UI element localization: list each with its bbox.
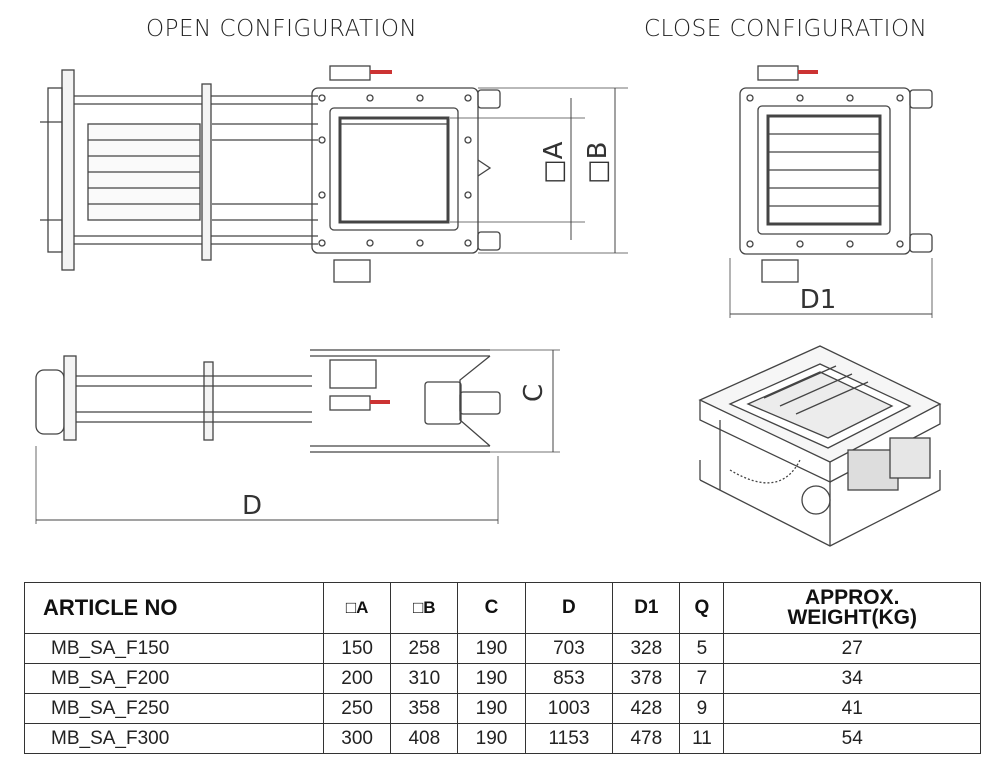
technical-drawing: □A □B D1 D C <box>35 65 942 547</box>
cell-article-no: MB_SA_F250 <box>23 693 325 724</box>
cell-c: 190 <box>457 633 526 664</box>
cell-c: 190 <box>457 663 526 694</box>
table-row: MB_SA_F200 200 310 190 853 378 7 34 <box>23 663 981 694</box>
cell-b: 258 <box>390 633 459 664</box>
specification-table: ARTICLE NO □A □B C D D1 Q APPROX. WEIGHT… <box>23 582 981 754</box>
dimension-label-b: □B <box>583 142 613 184</box>
dimension-label-a: □A <box>539 141 569 184</box>
cell-weight: 41 <box>723 693 981 724</box>
table-row: MB_SA_F300 300 408 190 1153 478 11 54 <box>23 723 981 754</box>
cell-b: 358 <box>390 693 459 724</box>
isometric-view-drawing <box>698 345 942 547</box>
header-d: D <box>524 582 614 634</box>
dimension-label-c: C <box>519 384 549 402</box>
close-configuration-heading: CLOSE CONFIGURATION <box>644 16 928 42</box>
header-b: □B <box>390 582 459 634</box>
close-view-drawing <box>729 65 933 318</box>
cell-d: 1153 <box>524 723 614 754</box>
cell-c: 190 <box>457 723 526 754</box>
cell-a: 300 <box>323 723 392 754</box>
table-header-row: ARTICLE NO □A □B C D D1 Q APPROX. WEIGHT… <box>23 582 981 634</box>
cell-d1: 478 <box>612 723 681 754</box>
table-row: MB_SA_F150 150 258 190 703 328 5 27 <box>23 633 981 664</box>
open-view-drawing <box>40 65 501 283</box>
header-c: C <box>457 582 526 634</box>
cell-q: 7 <box>679 663 725 694</box>
cell-article-no: MB_SA_F300 <box>23 723 325 754</box>
open-configuration-heading: OPEN CONFIGURATION <box>146 16 418 42</box>
cell-d1: 378 <box>612 663 681 694</box>
cell-weight: 54 <box>723 723 981 754</box>
header-a: □A <box>323 582 392 634</box>
cell-a: 250 <box>323 693 392 724</box>
cell-q: 9 <box>679 693 725 724</box>
cell-d: 853 <box>524 663 614 694</box>
cell-weight: 34 <box>723 663 981 694</box>
cell-article-no: MB_SA_F200 <box>23 663 325 694</box>
table-row: MB_SA_F250 250 358 190 1003 428 9 41 <box>23 693 981 724</box>
header-approx: APPROX. <box>804 586 900 609</box>
cell-weight: 27 <box>723 633 981 664</box>
cell-a: 200 <box>323 663 392 694</box>
cell-b: 408 <box>390 723 459 754</box>
cell-q: 5 <box>679 633 725 664</box>
header-weight-kg: WEIGHT(KG) <box>787 606 917 629</box>
cell-article-no: MB_SA_F150 <box>23 633 325 664</box>
cell-d1: 328 <box>612 633 681 664</box>
header-q: Q <box>679 582 725 634</box>
header-approx-weight: APPROX. WEIGHT(KG) <box>723 582 981 634</box>
side-view-drawing <box>35 349 560 524</box>
cell-b: 310 <box>390 663 459 694</box>
cell-d1: 428 <box>612 693 681 724</box>
cell-d: 1003 <box>524 693 614 724</box>
dimension-lines-a-b <box>450 87 628 254</box>
header-d1: D1 <box>612 582 681 634</box>
dimension-label-d1: D1 <box>800 285 837 315</box>
cell-d: 703 <box>524 633 614 664</box>
cell-a: 150 <box>323 633 392 664</box>
dimension-label-d: D <box>242 491 262 521</box>
cell-c: 190 <box>457 693 526 724</box>
cell-q: 11 <box>679 723 725 754</box>
header-article-no: ARTICLE NO <box>23 582 325 634</box>
